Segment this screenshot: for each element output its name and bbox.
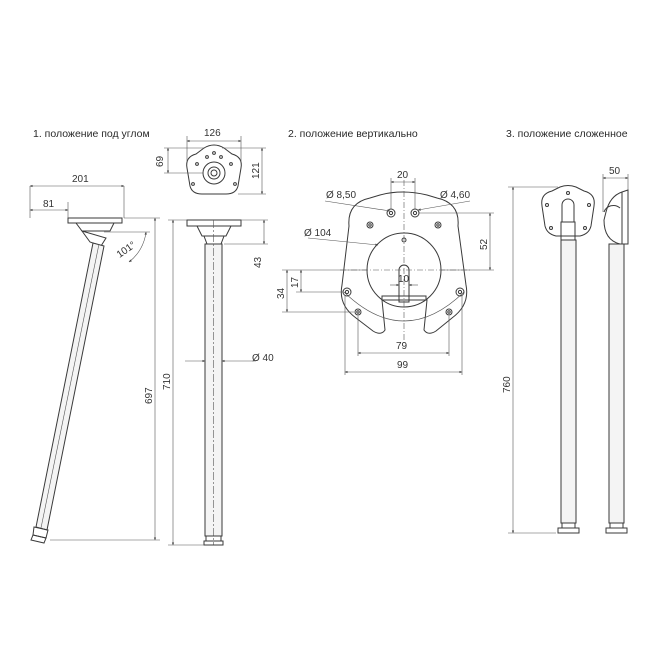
dim-folded-height: 760 (502, 376, 513, 393)
dim-outer-width: 99 (397, 360, 409, 371)
folded-foot-front (557, 527, 580, 534)
dim-inner-width: 79 (396, 341, 408, 352)
dim-bracket-height: 43 (253, 256, 264, 268)
dim-plate-height: 121 (251, 162, 262, 179)
dim-left-outer: 34 (276, 287, 287, 299)
dim-leg-height: 710 (162, 373, 173, 390)
folded-plate-side (603, 189, 629, 245)
dim-offset: 81 (43, 199, 55, 210)
angled-view: 1. положение под углом 201 81 101° 697 (29, 128, 160, 544)
bracket (75, 222, 115, 232)
plate-detail-view: 2. положение вертикально Ø 8,50 (276, 128, 494, 375)
dim-plate-small: 69 (155, 155, 166, 167)
plate-slot (398, 264, 410, 303)
plate-top-view (186, 144, 242, 195)
dim-hole-spacing: 20 (397, 170, 409, 181)
plate-outline (340, 191, 468, 334)
dim-diameter: Ø 40 (252, 353, 274, 364)
plate-holes (342, 208, 465, 316)
folded-foot-side (605, 527, 628, 534)
folded-view-title: 3. положение сложенное (506, 128, 628, 140)
dim-hole-large: Ø 8,50 (326, 190, 356, 201)
dim-left-inner: 17 (290, 276, 301, 288)
dim-angle: 101° (115, 240, 138, 261)
folded-plate-face (541, 185, 595, 237)
dim-circle: Ø 104 (304, 228, 332, 239)
vertical-view-title: 2. положение вертикально (288, 128, 418, 140)
folded-view: 3. положение сложенное 50 760 (502, 128, 629, 534)
dim-plate-width: 126 (204, 128, 221, 139)
dim-top-width: 201 (72, 174, 89, 185)
dim-notch: 10 (398, 274, 410, 285)
folded-tube-side (608, 243, 625, 524)
angled-view-title: 1. положение под углом (33, 128, 150, 140)
vertical-mount-plate (186, 219, 242, 227)
dim-folded-width: 50 (609, 166, 621, 177)
folded-tube-front (560, 239, 577, 524)
mounting-plate (67, 217, 123, 224)
dim-height-52: 52 (479, 238, 490, 250)
vertical-bracket (196, 225, 232, 237)
vertical-view: 126 69 121 43 710 Ø 40 (155, 128, 274, 546)
dim-length: 697 (144, 387, 155, 404)
dim-hole-small: Ø 4,60 (440, 190, 470, 201)
